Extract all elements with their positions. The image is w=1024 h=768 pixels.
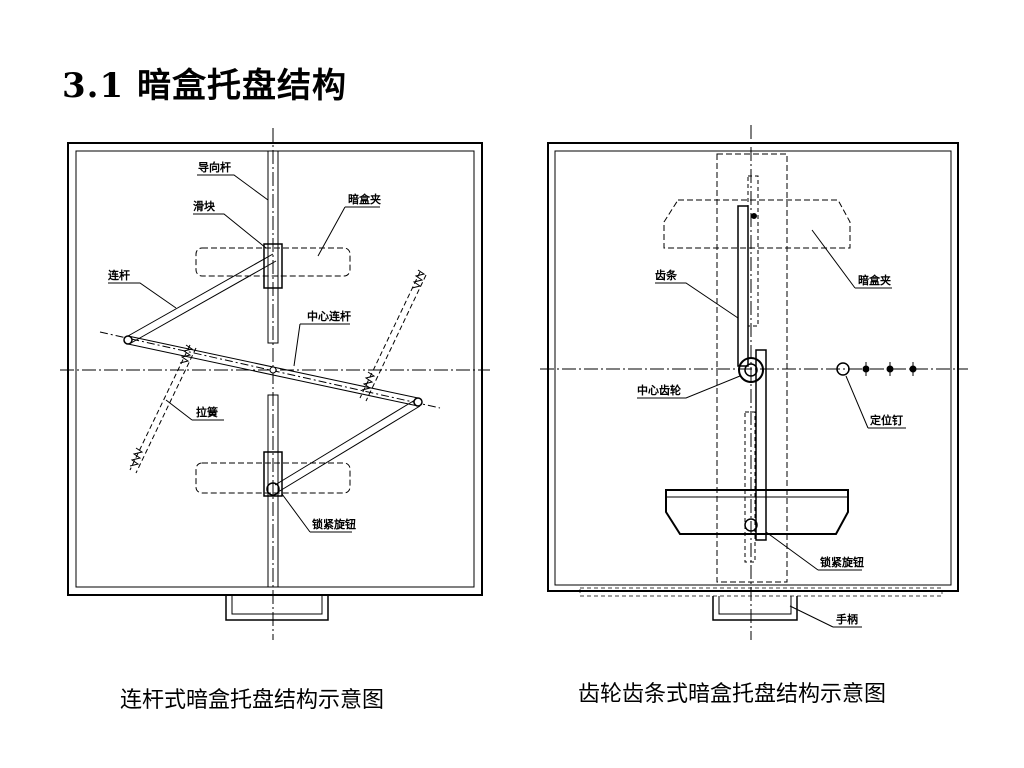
label-lock-knob-right: 锁紧旋钮 <box>820 555 864 569</box>
label-handle: 手柄 <box>836 612 858 626</box>
right-inner-frame <box>554 150 952 586</box>
cassette-clip-upper <box>195 247 351 277</box>
cassette-clip-upper-right <box>663 199 851 249</box>
left-handle <box>225 595 329 621</box>
label-guide-rod: 导向杆 <box>198 160 231 174</box>
rack-lower <box>755 349 767 541</box>
label-cassette-clip-right: 暗盒夹 <box>858 273 891 287</box>
cassette-tray-lower <box>665 489 849 535</box>
label-center-gear: 中心齿轮 <box>637 383 681 397</box>
center-gear <box>738 357 764 383</box>
right-labels: 齿条 暗盒夹 中心齿轮 定位钉 锁紧旋钮 手柄 <box>637 268 903 626</box>
slide-title: 3.1 暗盒托盘结构 <box>62 66 347 106</box>
caption-right: 齿轮齿条式暗盒托盘结构示意图 <box>578 682 887 707</box>
lock-knob-right <box>744 518 758 532</box>
caption-left: 连杆式暗盒托盘结构示意图 <box>120 688 385 713</box>
label-slider: 滑块 <box>193 199 216 213</box>
locating-pin <box>836 362 850 376</box>
right-outer-frame <box>547 142 959 592</box>
rack-upper <box>737 205 749 367</box>
left-diagram <box>60 128 490 640</box>
right-handle <box>712 596 798 621</box>
label-cassette-clip-left: 暗盒夹 <box>348 192 381 206</box>
left-outer-frame <box>67 142 483 596</box>
label-rack: 齿条 <box>655 268 678 282</box>
label-lock-knob-left: 锁紧旋钮 <box>312 517 356 531</box>
guide-rod-upper <box>267 150 279 344</box>
cassette-clip-lower <box>195 462 351 494</box>
label-link-rod: 连杆 <box>108 268 130 282</box>
right-diagram <box>540 125 968 640</box>
label-spring: 拉簧 <box>196 405 218 419</box>
label-locating-pin: 定位钉 <box>870 413 903 427</box>
left-labels: 导向杆 滑块 暗盒夹 连杆 中心连杆 拉簧 锁紧旋钮 <box>108 160 381 531</box>
label-center-link: 中心连杆 <box>307 309 351 323</box>
lock-knob-left <box>266 482 280 496</box>
slider-lower <box>263 451 283 497</box>
slider-upper <box>263 243 283 289</box>
rack-housing <box>716 153 788 583</box>
